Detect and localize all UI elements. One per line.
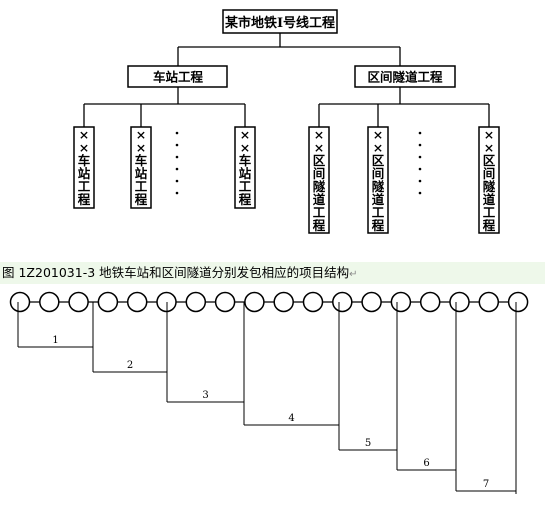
chain-circle xyxy=(302,291,324,313)
chain-circle xyxy=(390,291,412,313)
chain-circle xyxy=(97,291,119,313)
leaf-node-station-1: ××车站工程 xyxy=(78,127,91,207)
step-labels: 1 2 3 4 5 6 7 xyxy=(52,335,489,490)
leaf-node-text: ××区间隧道工程 xyxy=(313,127,326,233)
step-label-1: 1 xyxy=(52,335,58,346)
staircase-partition-diagram: 1 2 3 4 5 6 7 xyxy=(0,284,545,527)
staircase-steps xyxy=(17,302,517,494)
leaf-node-station-2: ××车站工程 xyxy=(135,127,148,207)
chain-circle xyxy=(478,291,500,313)
leaf-node-text: ××区间隧道工程 xyxy=(372,127,385,233)
leaf-node-tunnel-1: ××区间隧道工程 xyxy=(313,127,326,233)
chain-circle xyxy=(214,291,236,313)
step-label-3: 3 xyxy=(202,390,208,401)
chain-circle xyxy=(68,291,89,313)
chain-circle xyxy=(507,291,529,313)
figure-caption-text: 图 1Z201031-3 地铁车站和区间隧道分别发包相应的项目结构 xyxy=(2,265,350,280)
return-mark-icon: ↵ xyxy=(349,269,358,280)
chain-circle xyxy=(126,291,148,313)
step-label-6: 6 xyxy=(423,458,429,469)
leaf-node-tunnel-3: ××区间隧道工程 xyxy=(483,127,496,233)
leaf-node-text: ××车站工程 xyxy=(135,127,148,207)
leaf-node-tunnel-2: ××区间隧道工程 xyxy=(372,127,385,233)
chain-circle xyxy=(185,291,207,313)
leaf-node-station-3: ××车站工程 xyxy=(239,127,252,207)
leaf-node-text: ××区间隧道工程 xyxy=(483,127,496,233)
leaf-node-text: ××车站工程 xyxy=(239,127,252,207)
figure-caption: 图 1Z201031-3 地铁车站和区间隧道分别发包相应的项目结构↵ xyxy=(2,262,358,281)
step-label-4: 4 xyxy=(288,413,294,424)
step-label-7: 7 xyxy=(483,479,489,490)
chain-circle xyxy=(361,291,382,313)
chain-circle xyxy=(244,291,265,313)
chain-circle xyxy=(9,291,31,313)
project-structure-tree: 某市地铁Ⅰ号线工程 车站工程 区间隧道工程 ××车站工程 ××车站工程 ××车站… xyxy=(0,0,545,262)
branch-node-label-station: 车站工程 xyxy=(153,70,204,85)
step-label-2: 2 xyxy=(127,360,133,371)
leaf-node-text: ××车站工程 xyxy=(78,127,91,207)
ellipsis-dots-tunnel xyxy=(418,131,422,195)
root-node-label: 某市地铁Ⅰ号线工程 xyxy=(224,15,335,31)
chain-circle xyxy=(273,291,294,313)
chain-circle xyxy=(332,291,353,313)
chain-circle xyxy=(449,291,470,313)
chain-circle xyxy=(419,291,441,313)
chain-circle xyxy=(39,291,60,313)
ellipsis-dots-station xyxy=(175,131,179,195)
branch-node-label-tunnel: 区间隧道工程 xyxy=(367,70,443,85)
step-label-5: 5 xyxy=(365,438,371,449)
